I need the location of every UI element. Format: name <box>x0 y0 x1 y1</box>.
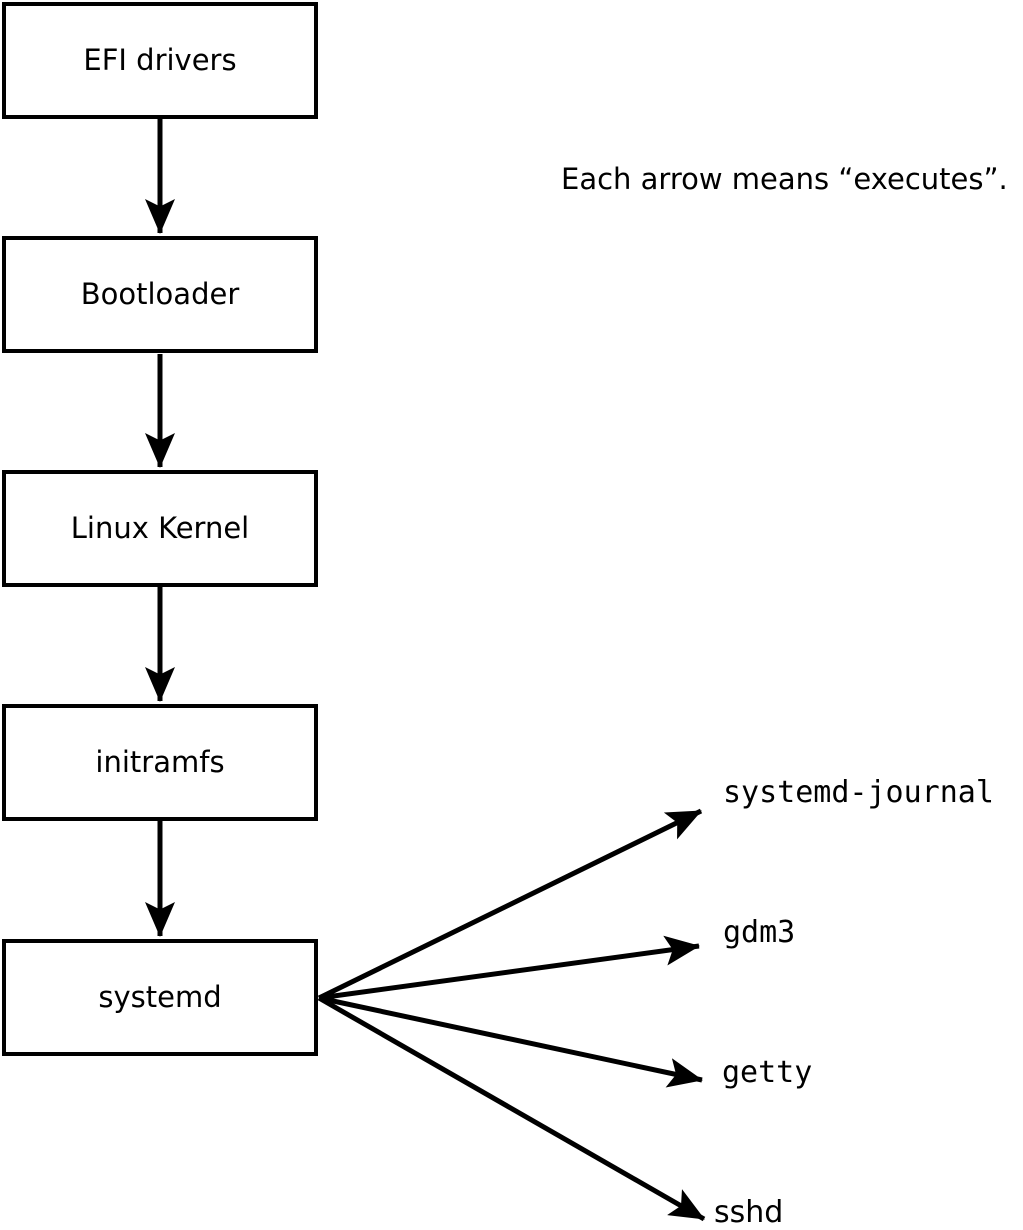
node-label-linux-kernel: Linux Kernel <box>70 511 250 545</box>
node-label-bootloader: Bootloader <box>80 277 240 311</box>
leaf-label-getty: getty <box>722 1055 813 1090</box>
note-text: Each arrow means “executes”. <box>561 162 1008 196</box>
node-box-systemd: systemd <box>2 939 318 1056</box>
node-box-efi-drivers: EFI drivers <box>2 2 318 119</box>
node-label-systemd: systemd <box>98 980 222 1014</box>
node-label-initramfs: initramfs <box>95 745 225 779</box>
arrow-systemd-to-systemd-journal <box>317 808 703 1001</box>
node-box-initramfs: initramfs <box>2 704 318 821</box>
node-label-efi-drivers: EFI drivers <box>83 43 237 77</box>
leaf-label-gdm3: gdm3 <box>723 915 796 950</box>
arrow-systemd-to-sshd <box>317 995 706 1222</box>
node-box-linux-kernel: Linux Kernel <box>2 470 318 587</box>
leaf-label-sshd: sshd <box>714 1195 784 1230</box>
arrow-systemd-to-gdm3 <box>318 935 700 1001</box>
node-box-bootloader: Bootloader <box>2 236 318 353</box>
leaf-label-systemd-journal: systemd-journal <box>723 775 994 810</box>
arrow-systemd-to-getty <box>318 995 703 1088</box>
